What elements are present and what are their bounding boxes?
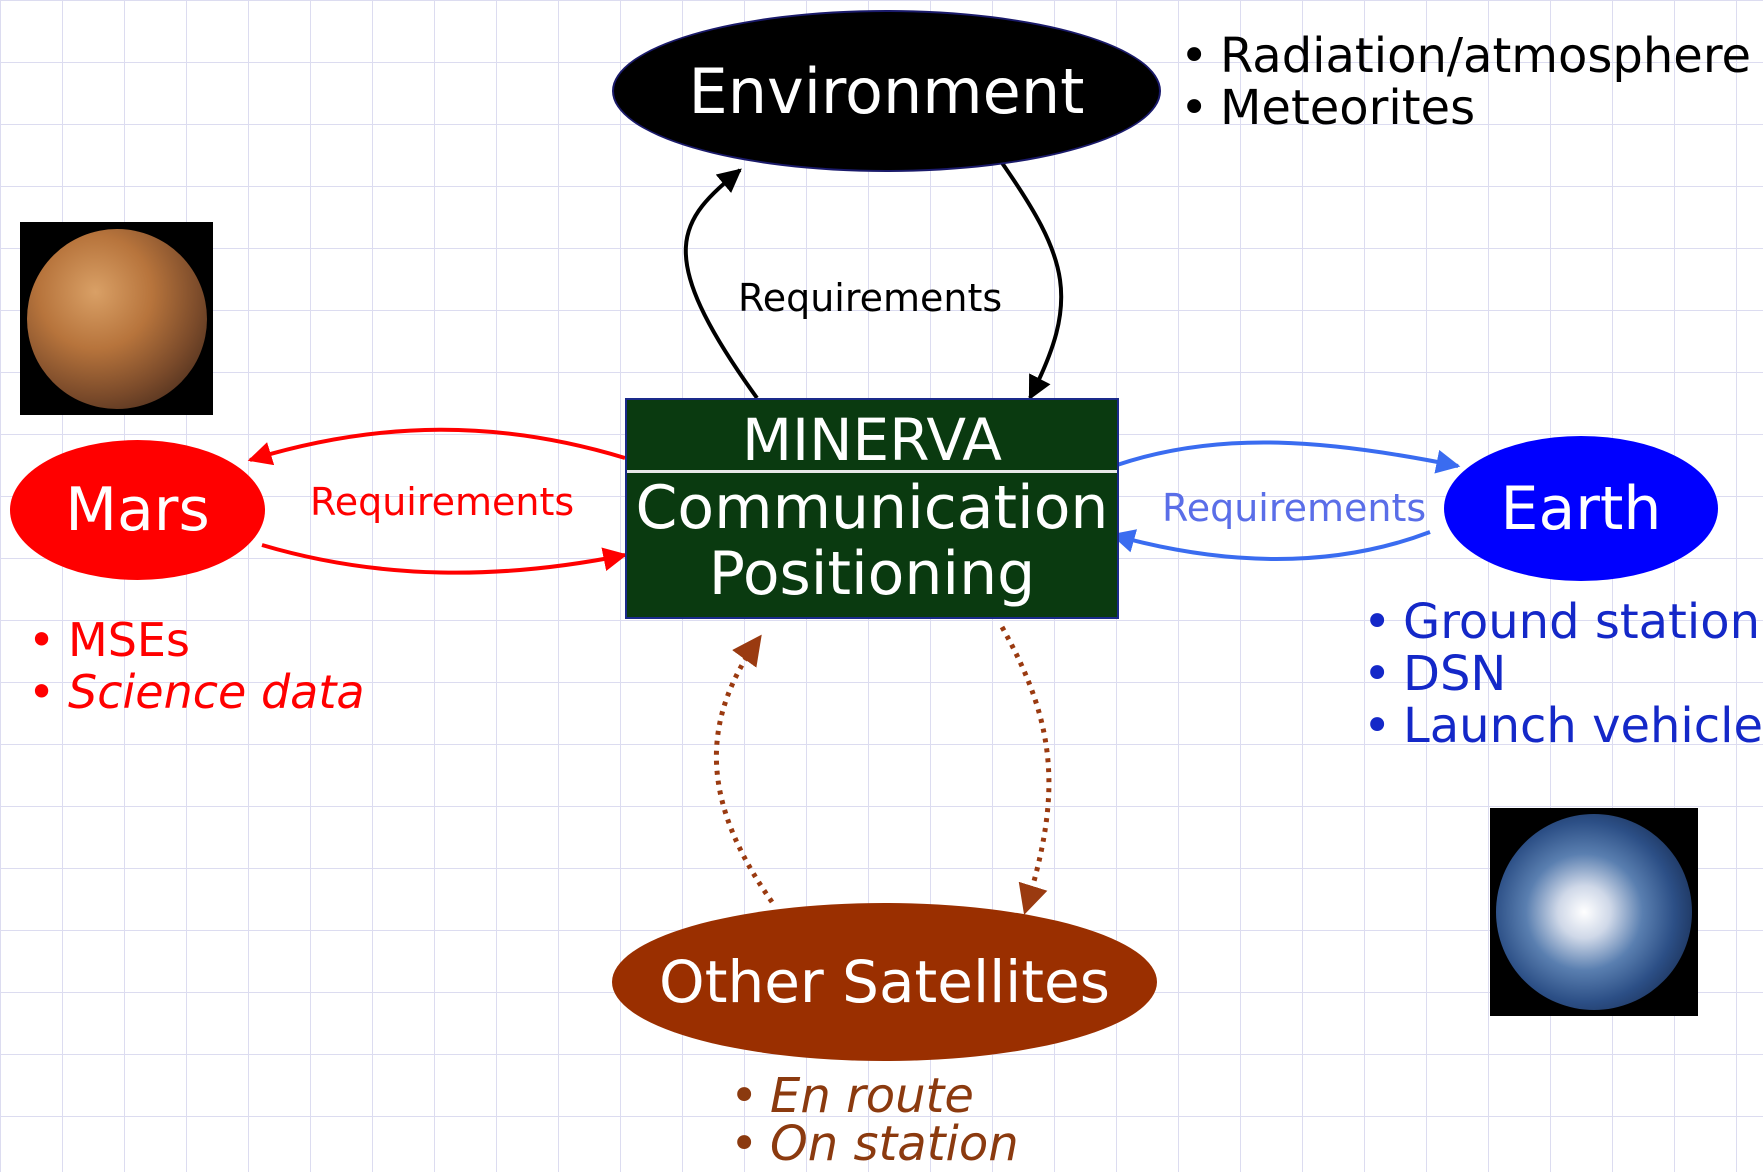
mars-requirements-label: Requirements	[310, 480, 575, 524]
earth-node: Earth	[1444, 436, 1718, 581]
earth-planet-icon	[1496, 814, 1692, 1010]
earth-bullet: Launch vehicle	[1363, 700, 1763, 752]
arrow-mars-to-center	[261, 543, 628, 575]
environment-title: Environment	[688, 54, 1085, 128]
satellites-bullet: En route	[730, 1072, 1019, 1120]
earth-title: Earth	[1500, 473, 1662, 544]
earth-bullets: Ground station DSN Launch vehicle	[1363, 596, 1763, 752]
environment-bullet: Meteorites	[1180, 82, 1751, 134]
mars-photo	[20, 222, 213, 415]
earth-requirements-label: Requirements	[1162, 486, 1427, 530]
mars-bullet: Science data	[28, 666, 365, 718]
satellites-node: Other Satellites	[612, 903, 1157, 1061]
arrow-center-to-satellites	[999, 625, 1052, 915]
arrow-center-to-earth	[1116, 440, 1461, 474]
environment-node: Environment	[612, 10, 1161, 172]
earth-bullet: Ground station	[1363, 596, 1763, 648]
satellites-bullets: En route On station	[730, 1072, 1019, 1168]
arrow-center-to-environment	[683, 168, 759, 400]
mars-title: Mars	[65, 475, 210, 545]
mars-planet-icon	[26, 228, 207, 409]
arrow-environment-to-center	[998, 158, 1064, 401]
mars-node: Mars	[10, 440, 265, 580]
mars-bullet: MSEs	[28, 614, 365, 666]
minerva-node: MINERVA Communication Positioning	[625, 398, 1119, 619]
arrow-earth-to-center	[1110, 529, 1431, 561]
arrow-center-to-mars	[247, 427, 626, 466]
earth-photo	[1490, 808, 1698, 1016]
earth-bullet: DSN	[1363, 648, 1763, 700]
minerva-title: MINERVA	[627, 400, 1117, 474]
environment-requirements-label: Requirements	[738, 276, 1003, 320]
environment-bullets: Radiation/atmosphere Meteorites	[1180, 30, 1751, 134]
mars-bullets: MSEs Science data	[28, 614, 365, 718]
satellites-title: Other Satellites	[659, 948, 1110, 1016]
arrow-satellites-to-center	[714, 634, 775, 904]
minerva-line-communication: Communication	[635, 473, 1109, 543]
minerva-line-positioning: Positioning	[708, 539, 1036, 609]
satellites-bullet: On station	[730, 1120, 1019, 1168]
environment-bullet: Radiation/atmosphere	[1180, 30, 1751, 82]
